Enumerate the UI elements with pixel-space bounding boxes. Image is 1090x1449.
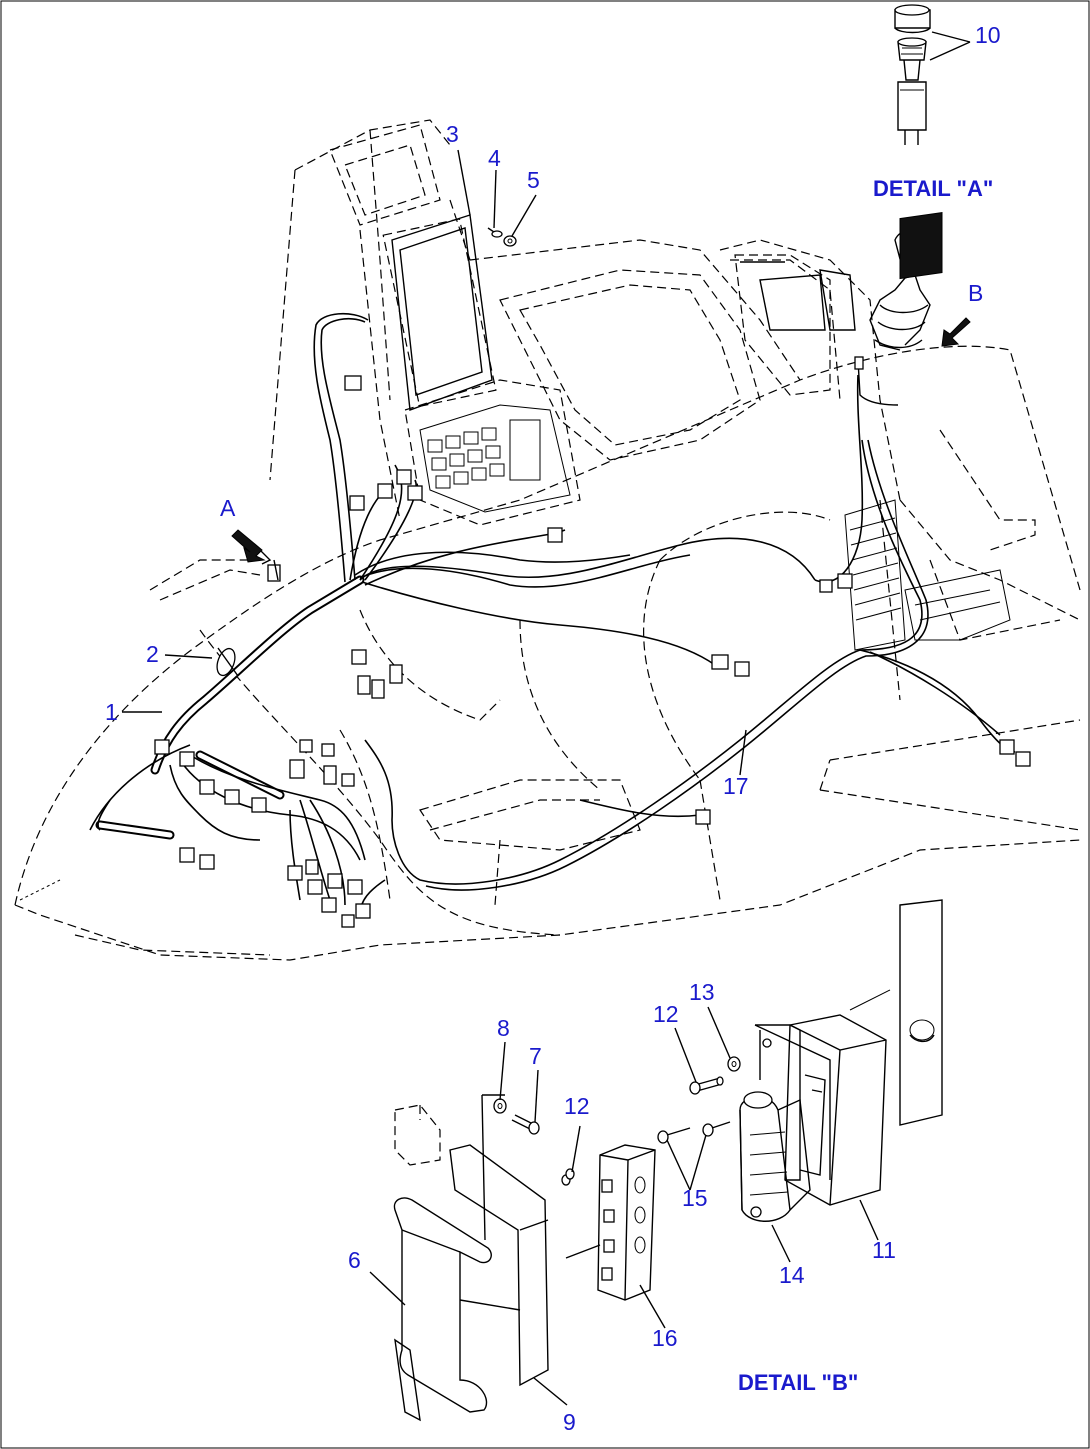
callout-3: 3	[446, 121, 459, 147]
detail-b-assembly	[393, 899, 943, 1422]
connectors	[154, 356, 1031, 928]
bolt-part-4	[487, 227, 503, 238]
callout-12-upper: 12	[653, 1001, 679, 1027]
monitor-post	[329, 124, 581, 526]
callout-labels: 1 2 3 4 5 6 7 8 9 10 11 12 12 13 14 15 1…	[105, 22, 1001, 1435]
washer-part-5	[503, 235, 517, 247]
callout-16: 16	[652, 1325, 678, 1351]
callout-6: 6	[348, 1247, 361, 1273]
cover-part-11	[754, 1014, 887, 1206]
side-panel	[849, 899, 943, 1126]
callout-7: 7	[529, 1043, 542, 1069]
callout-1: 1	[105, 699, 118, 725]
detail-b-label: DETAIL "B"	[738, 1370, 858, 1395]
arrow-b	[941, 317, 971, 347]
control-lever	[734, 212, 1011, 651]
callout-11: 11	[872, 1237, 896, 1263]
screw-part-12-upper	[689, 1076, 724, 1095]
cab-outline	[14, 119, 1081, 961]
screws-part-15	[657, 1121, 731, 1144]
callout-14: 14	[779, 1262, 805, 1288]
callout-5: 5	[527, 167, 540, 193]
callout-a: A	[220, 495, 236, 521]
module-part-14	[739, 1091, 811, 1222]
callout-10: 10	[975, 22, 1001, 48]
bolt-part-7	[511, 1114, 540, 1135]
detail-a-label: DETAIL "A"	[873, 176, 993, 201]
callout-17: 17	[723, 773, 749, 799]
callout-15: 15	[682, 1185, 708, 1211]
callout-8: 8	[497, 1015, 510, 1041]
callout-12-lower: 12	[564, 1093, 590, 1119]
washer-part-8	[493, 1098, 507, 1114]
callout-9: 9	[563, 1409, 576, 1435]
washer-part-13	[727, 1056, 741, 1072]
bracket-part-6	[393, 1197, 521, 1422]
arrow-a	[231, 529, 279, 581]
detail-a-part-10	[894, 4, 971, 145]
callout-4: 4	[488, 145, 501, 171]
callout-13: 13	[689, 979, 715, 1005]
clamp-part-2	[216, 647, 239, 677]
connector-part-16	[597, 1144, 656, 1301]
callout-2: 2	[146, 641, 159, 667]
screw-part-12-lower	[561, 1168, 575, 1186]
leader-lines	[122, 149, 879, 1406]
callout-b: B	[968, 280, 983, 306]
bracket-part-9	[394, 1094, 549, 1387]
